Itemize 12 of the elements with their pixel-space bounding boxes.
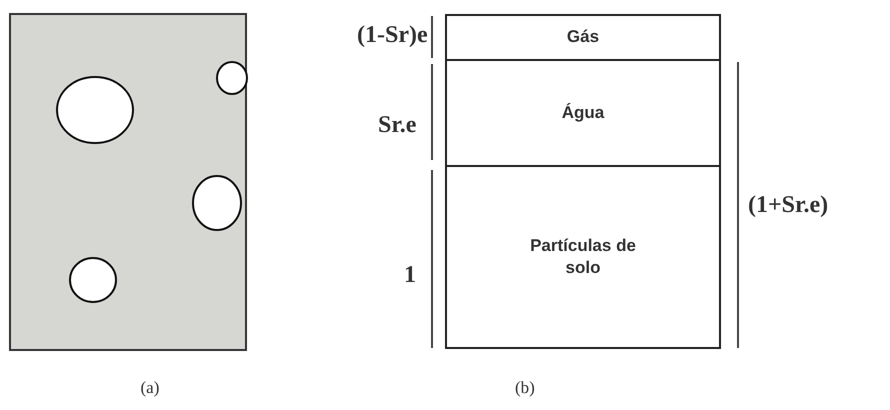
phase-label: Gás <box>566 26 600 48</box>
phase-box <box>445 59 721 167</box>
panel-caption: (a) <box>140 378 160 398</box>
phase-label: Água <box>562 102 604 124</box>
phase-box <box>445 14 721 61</box>
dimension-label: (1-Sr)e <box>357 22 428 49</box>
dimension-label: Sr.e <box>378 112 416 139</box>
phase-label: Partículas de solo <box>529 234 637 279</box>
dimension-label: 1 <box>404 262 416 289</box>
phase-box <box>445 165 721 349</box>
panel-caption: (b) <box>515 378 535 398</box>
dimension-label: (1+Sr.e) <box>748 192 828 219</box>
